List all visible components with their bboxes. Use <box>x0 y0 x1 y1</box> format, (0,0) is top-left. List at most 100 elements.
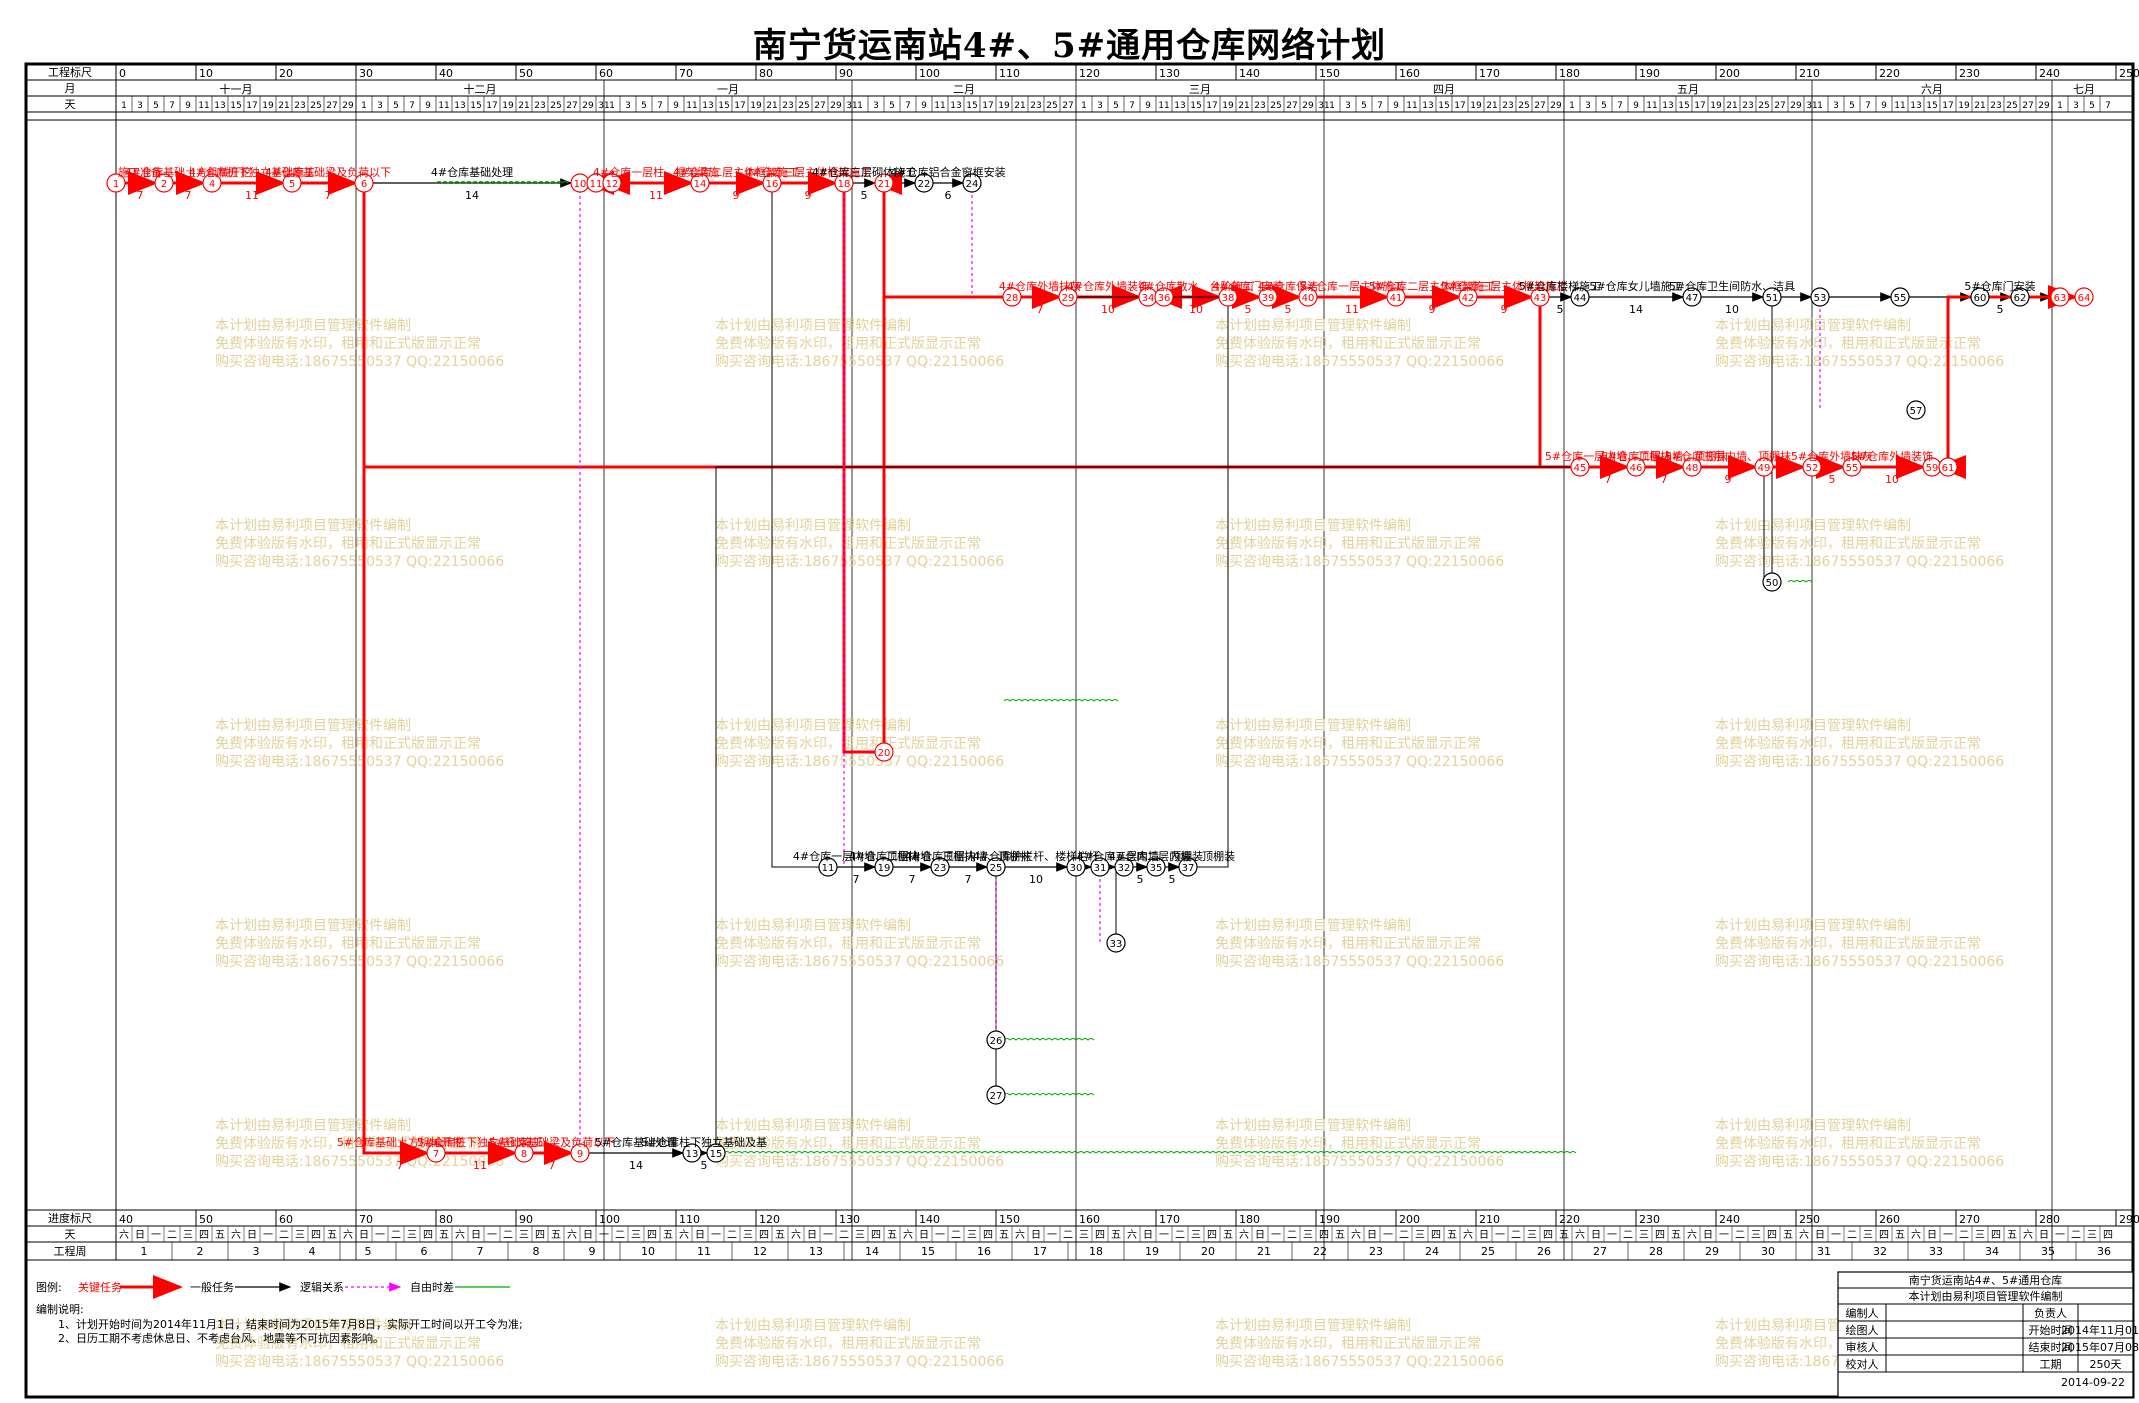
outer-frame <box>24 62 2135 1399</box>
month-label: 一月 <box>717 83 739 96</box>
event-node-number: 24 <box>966 179 979 190</box>
day-label: 27 <box>566 101 577 111</box>
weekday-label: 五 <box>551 1230 561 1241</box>
watermark-text: 本计划由易利项目管理软件编制 <box>1215 318 1411 334</box>
connector-line <box>1188 297 1229 868</box>
watermark-text: 本计划由易利项目管理软件编制 <box>1215 518 1411 534</box>
day-label: 23 <box>782 101 793 111</box>
event-node-number: 6 <box>361 179 367 190</box>
day-label: 25 <box>798 101 809 111</box>
task-duration: 11 <box>245 189 259 202</box>
day-label: 23 <box>294 101 305 111</box>
weekday-label: 一 <box>1159 1230 1169 1241</box>
day-label: 13 <box>1910 101 1921 111</box>
event-node-number: 11 <box>590 179 603 190</box>
task-label: 5#仓库门安装 <box>1964 279 2035 293</box>
watermark-text: 本计划由易利项目管理软件编制 <box>1215 918 1411 934</box>
event-node-number: 16 <box>766 179 779 190</box>
watermark-text: 本计划由易利项目管理软件编制 <box>215 1118 411 1134</box>
event-node-number: 5 <box>289 179 295 190</box>
free-float <box>1003 1038 1095 1041</box>
task-label: 5#仓库桩下独立基础施工 <box>417 1135 543 1149</box>
day-label: 5 <box>641 101 647 111</box>
weekday-label: 四 <box>1543 1230 1553 1241</box>
top-tick-label: 230 <box>1959 67 1980 80</box>
weekday-label: 四 <box>1879 1230 1889 1241</box>
task-duration: 10 <box>1101 303 1115 316</box>
top-tick-label: 100 <box>919 67 940 80</box>
weekday-label: 三 <box>1751 1230 1761 1241</box>
day-label: 9 <box>425 101 431 111</box>
event-node <box>1570 457 1590 477</box>
day-label: 13 <box>1422 101 1433 111</box>
day-label: 9 <box>1881 101 1887 111</box>
task-duration: 5 <box>1829 473 1836 486</box>
watermark-text: 本计划由易利项目管理软件编制 <box>215 718 411 734</box>
weekday-label: 日 <box>359 1230 369 1241</box>
task-duration: 9 <box>1501 303 1508 316</box>
week-label: 14 <box>865 1245 879 1258</box>
label-day-row: 天 <box>65 98 76 111</box>
weekday-label: 二 <box>1063 1230 1073 1241</box>
info-cell: 审核人 <box>1846 1340 1879 1354</box>
weekday-label: 三 <box>2087 1230 2097 1241</box>
watermark-text: 购买咨询电话:18675550537 QQ:22150066 <box>1215 954 1504 970</box>
event-node <box>1906 400 1926 420</box>
watermark-text: 购买咨询电话:18675550537 QQ:22150066 <box>1715 954 2004 970</box>
day-label: 23 <box>1742 101 1753 111</box>
weekday-label: 日 <box>583 1230 593 1241</box>
info-cell: 结束时间 <box>2029 1341 2073 1354</box>
week-label: 6 <box>421 1245 428 1258</box>
watermark-text: 购买咨询电话:18675550537 QQ:22150066 <box>715 1354 1004 1370</box>
watermark-text: 购买咨询电话:18675550537 QQ:22150066 <box>715 554 1004 570</box>
task-duration: 7 <box>549 1159 556 1172</box>
watermark-text: 本计划由易利项目管理软件编制 <box>715 1318 911 1334</box>
event-node <box>1530 287 1550 307</box>
weekday-label: 六 <box>791 1229 801 1241</box>
day-label: 27 <box>2022 101 2033 111</box>
connector-line <box>1538 297 1580 469</box>
weekday-label: 日 <box>919 1230 929 1241</box>
event-node-number: 28 <box>1006 293 1019 304</box>
weekday-label: 四 <box>535 1230 545 1241</box>
event-node-number: 18 <box>838 179 851 190</box>
note-line: 2、日历工期不考虑休息日、不考虑台风、地震等不可抗因素影响。 <box>58 1331 384 1345</box>
watermark-text: 购买咨询电话:18675550537 QQ:22150066 <box>215 554 504 570</box>
watermark-text: 免费体验版有水印，租用和正式版显示正常 <box>1215 536 1481 552</box>
weekday-label: 五 <box>999 1230 1009 1241</box>
weekday-label: 日 <box>1815 1230 1825 1241</box>
day-label: 29 <box>1550 101 1562 111</box>
day-label: 1 <box>1329 101 1335 111</box>
day-label: 19 <box>502 101 514 111</box>
task-duration: 9 <box>1725 473 1732 486</box>
week-label: 24 <box>1425 1245 1439 1258</box>
weekday-label: 二 <box>167 1230 177 1241</box>
task-label: 4#仓库保洁 <box>1258 279 1318 293</box>
bottom-tick-label: 80 <box>439 1213 453 1226</box>
task-duration: 6 <box>945 189 952 202</box>
label-top-scale: 工程标尺 <box>48 65 92 79</box>
info-cell: 2014年11月01日 <box>2061 1323 2139 1337</box>
week-label: 9 <box>589 1245 596 1258</box>
task-label: 5#仓库三层内墙、顶棚抹 <box>1665 449 1791 463</box>
watermark-text: 购买咨询电话:18675550537 QQ:22150066 <box>715 954 1004 970</box>
task-duration: 5 <box>701 1159 708 1172</box>
weekday-label: 四 <box>2103 1230 2113 1241</box>
watermark-text: 本计划由易利项目管理软件编制 <box>715 518 911 534</box>
weekday-label: 二 <box>1511 1230 1521 1241</box>
weekday-label: 四 <box>759 1230 769 1241</box>
connector-line <box>995 866 1100 1095</box>
weekday-label: 六 <box>1239 1229 1249 1241</box>
notes-title: 编制说明: <box>36 1302 84 1316</box>
day-label: 23 <box>534 101 545 111</box>
bottom-tick-label: 180 <box>1239 1213 1260 1226</box>
day-label: 11 <box>198 101 209 111</box>
info-cell: 250天 <box>2090 1358 2122 1371</box>
watermark-text: 免费体验版有水印，租用和正式版显示正常 <box>215 936 481 952</box>
event-node-number: 42 <box>1462 293 1475 304</box>
weekday-label: 四 <box>1319 1230 1329 1241</box>
watermark-text: 本计划由易利项目管理软件编制 <box>715 1118 911 1134</box>
weekday-label: 日 <box>1703 1230 1713 1241</box>
day-label: 25 <box>2006 101 2017 111</box>
